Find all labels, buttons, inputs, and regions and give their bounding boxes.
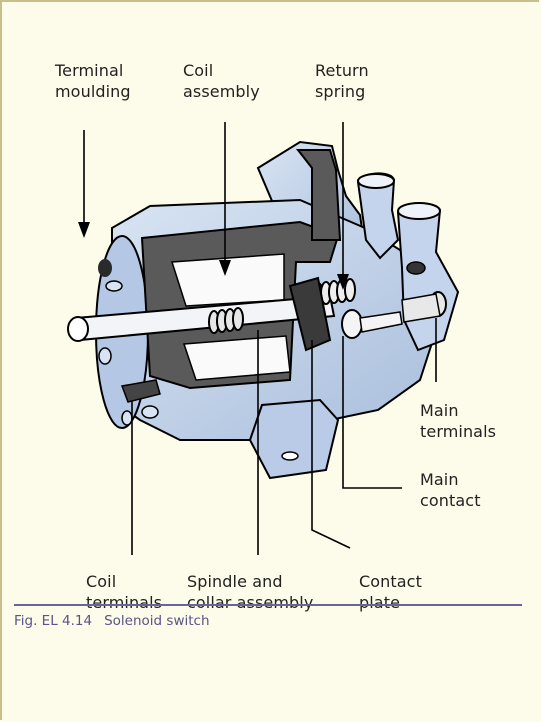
label-contact-plate: Contact plate [359, 572, 422, 612]
leader-arrowheads [78, 222, 349, 290]
leader-lines [83, 122, 437, 555]
contact-plate-disc [288, 276, 332, 352]
label-main-terminals: Main terminals [420, 401, 497, 441]
figure-title: Solenoid switch [104, 613, 210, 629]
label-main-contact: Main contact [420, 470, 481, 510]
label-spindle-collar-assembly: Spindle and collar assembly [187, 572, 314, 612]
figure-number: Fig. EL 4.14 [14, 613, 93, 629]
mounting-bracket [248, 398, 340, 480]
label-coil-terminals: Coil terminals [86, 572, 163, 612]
coil-lower-window [182, 335, 291, 381]
caption-divider [14, 604, 522, 606]
label-coil-assembly: Coil assembly [183, 61, 260, 101]
label-terminal-moulding: Terminal moulding [55, 61, 131, 101]
label-return-spring: Return spring [315, 61, 369, 101]
main-terminal-tower-right [396, 202, 460, 352]
coil-terminal-post [120, 379, 161, 403]
figure-caption: Fig. EL 4.14 Solenoid switch [14, 613, 210, 629]
spindle-spring [208, 307, 244, 334]
